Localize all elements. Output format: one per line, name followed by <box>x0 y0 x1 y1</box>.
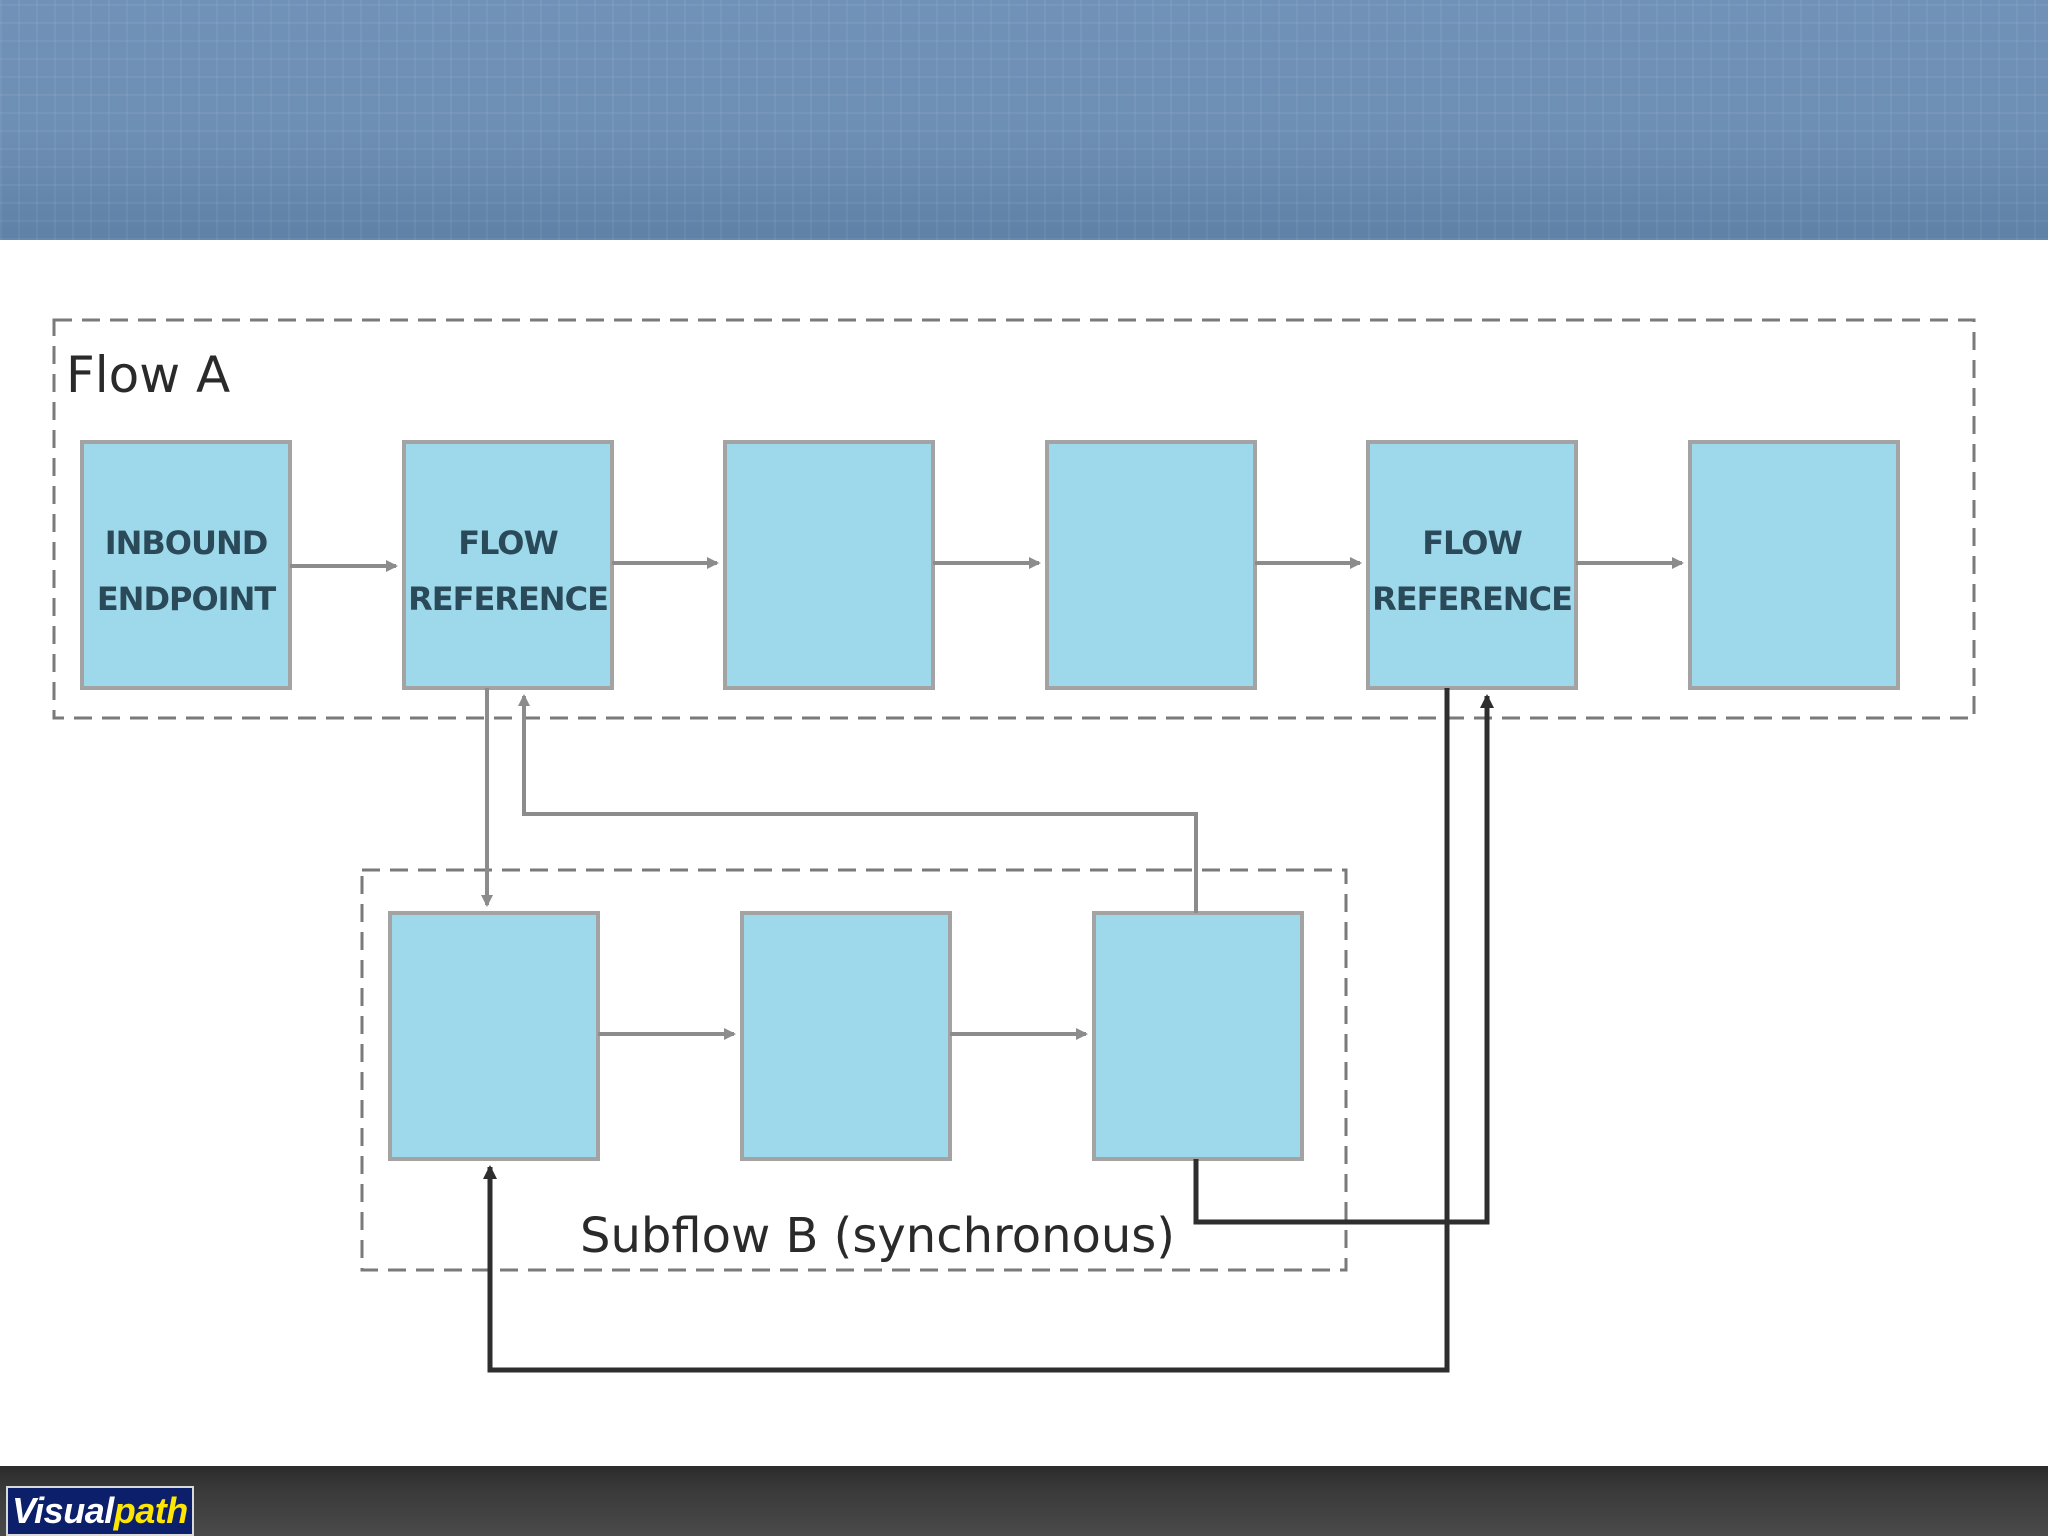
flow-a-node-6 <box>1688 440 1900 690</box>
header-band <box>0 0 2048 240</box>
logo-part-a: Visual <box>12 1490 114 1531</box>
arrow-subflow-return-to-ref1 <box>518 694 1198 913</box>
flow-a-label: Flow A <box>66 346 230 404</box>
logo-part-b: path <box>113 1490 189 1531</box>
flow-a-node-5: FLOW REFERENCE <box>1366 440 1578 690</box>
flow-a-node-2-line-2: REFERENCE <box>408 580 608 618</box>
arrow-subflow-return-to-ref2 <box>1193 694 1494 1225</box>
flow-a-node-5-line-2: REFERENCE <box>1372 580 1572 618</box>
footer-band <box>0 1466 2048 1536</box>
flow-a-node-2-line-1: FLOW <box>458 524 558 562</box>
flow-a-node-2: FLOW REFERENCE <box>402 440 614 690</box>
subflow-b-label: Subflow B (synchronous) <box>580 1208 1175 1264</box>
subflow-b-node-3 <box>1092 911 1304 1161</box>
flow-a-node-3 <box>723 440 935 690</box>
subflow-b-container <box>360 868 1348 1272</box>
flow-a-node-1: INBOUND ENDPOINT <box>80 440 292 690</box>
subflow-b-node-1 <box>388 911 600 1161</box>
flow-a-node-5-line-1: FLOW <box>1422 524 1522 562</box>
arrow-ref2-to-subflow <box>483 688 1450 1373</box>
flow-a-node-1-line-1: INBOUND <box>105 524 268 562</box>
flow-a-node-4 <box>1045 440 1257 690</box>
visualpath-logo: Visualpath <box>6 1486 194 1536</box>
flow-a-node-1-line-2: ENDPOINT <box>97 580 277 618</box>
subflow-b-node-2 <box>740 911 952 1161</box>
flow-a-container <box>52 318 1976 720</box>
